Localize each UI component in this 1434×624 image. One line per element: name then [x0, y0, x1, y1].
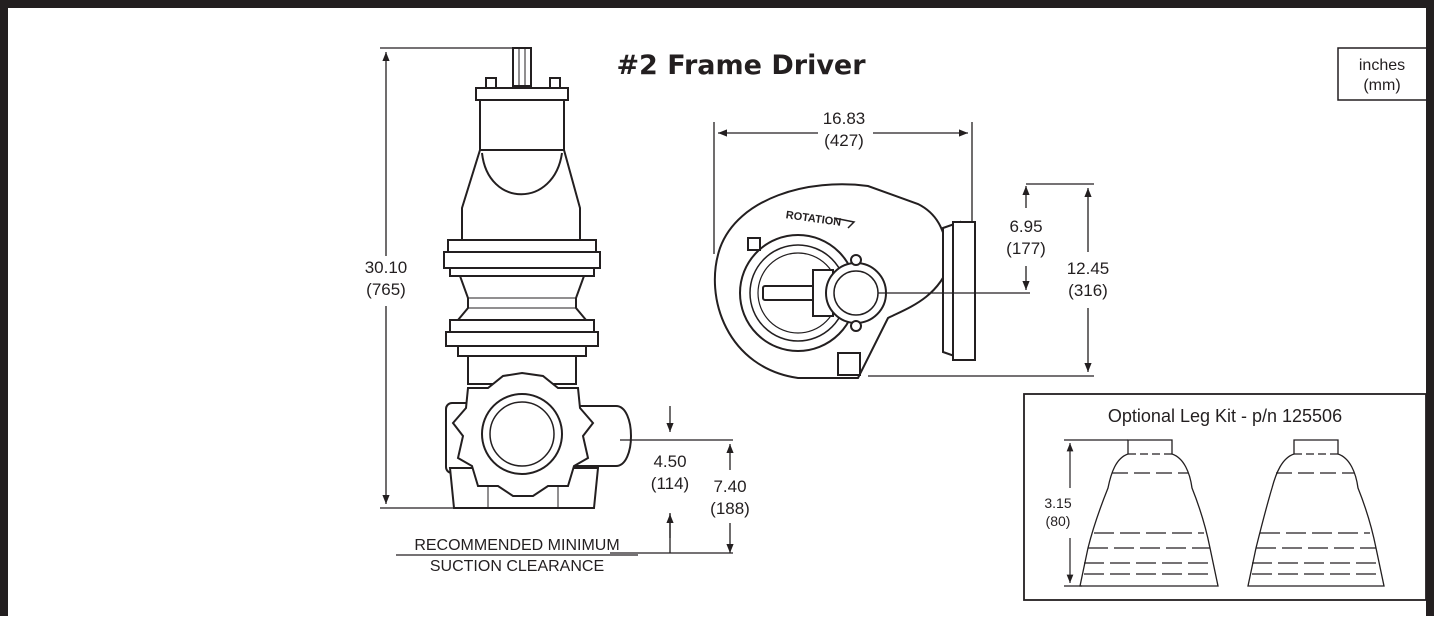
units-secondary: (mm) — [1363, 77, 1400, 94]
base-to-discharge-in: 7.40 — [713, 477, 746, 496]
units-legend: inches (mm) — [1337, 47, 1428, 101]
rotation-arrow-icon — [833, 217, 856, 229]
overall-width-in: 16.83 — [823, 109, 866, 128]
discharge-height-mm: (114) — [651, 474, 689, 493]
overall-width-mm: (427) — [824, 131, 864, 150]
overall-height-mm: (765) — [366, 280, 406, 299]
discharge-offset-mm: (177) — [1006, 239, 1046, 258]
base-to-discharge-mm: (188) — [710, 499, 750, 518]
leg-kit-title: Optional Leg Kit - p/n 125506 — [1108, 406, 1342, 426]
leg-height-mm: (80) — [1046, 513, 1071, 529]
clearance-note: RECOMMENDED MINIMUM SUCTION CLEARANCE — [396, 537, 638, 575]
leg-kit-right — [1247, 439, 1385, 587]
discharge-offset-in: 6.95 — [1009, 217, 1042, 236]
top-depth-mm: (316) — [1068, 281, 1108, 300]
dim-discharge-height — [610, 406, 734, 554]
leg-height-in: 3.15 — [1044, 495, 1071, 511]
overall-height-in: 30.10 — [365, 258, 408, 277]
units-primary: inches — [1359, 57, 1405, 74]
dim-discharge-offset — [878, 183, 1094, 294]
discharge-height-in: 4.50 — [653, 452, 686, 471]
pump-side-view — [443, 47, 632, 509]
dimension-drawing: #2 Frame Driver inches (mm) — [365, 47, 1428, 601]
drawing-title: #2 Frame Driver — [616, 50, 866, 81]
clearance-line2: SUCTION CLEARANCE — [430, 558, 604, 575]
leg-kit-left — [1079, 439, 1219, 587]
dim-overall-width — [713, 122, 973, 254]
pump-top-view — [713, 183, 976, 379]
clearance-line1: RECOMMENDED MINIMUM — [414, 537, 619, 554]
leg-kit-panel: Optional Leg Kit - p/n 125506 3.15 — [1023, 393, 1427, 601]
dim-overall-height — [380, 47, 513, 509]
dim-leg-height — [1064, 439, 1128, 587]
top-depth-in: 12.45 — [1067, 259, 1110, 278]
dim-top-depth — [868, 188, 1094, 377]
